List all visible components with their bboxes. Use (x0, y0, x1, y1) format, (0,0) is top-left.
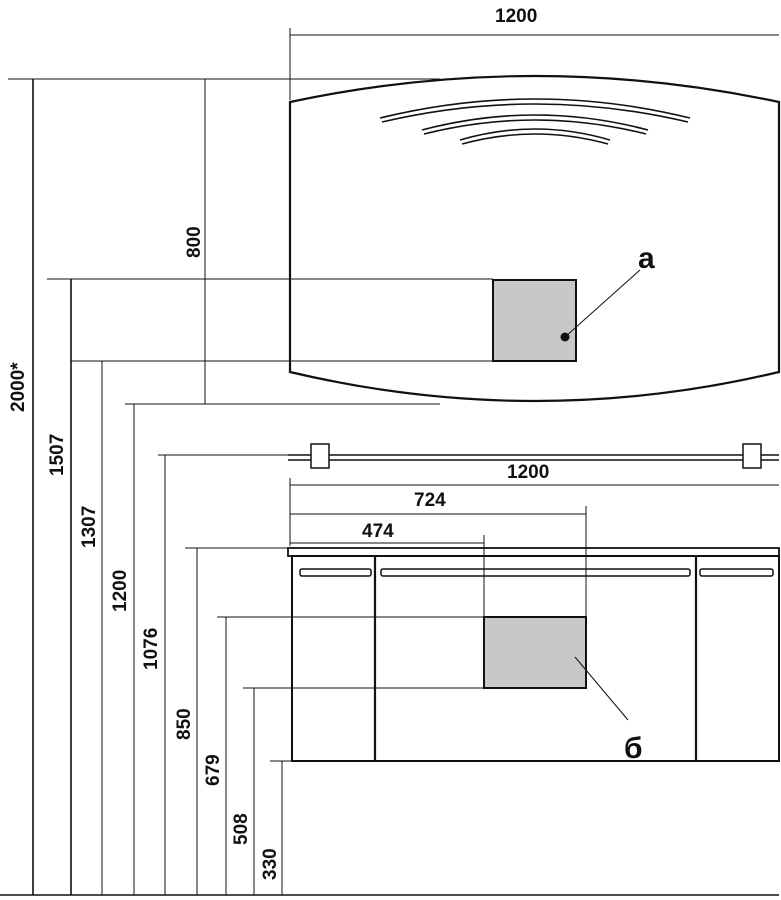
dim-top-width-label: 1200 (495, 6, 537, 27)
dimension-474: 474 (290, 521, 485, 617)
dim-cabinet-width-label: 1200 (507, 462, 549, 483)
zone-a (492, 279, 577, 362)
dim-724-label: 724 (414, 490, 446, 511)
dim-1507-label: 1507 (47, 434, 68, 476)
mirror-outline (288, 74, 781, 403)
callout-b-label: б (624, 732, 643, 765)
dimension-724: 724 (290, 490, 587, 617)
dimension-330: 330 (260, 760, 292, 895)
handle-left (299, 568, 372, 577)
dimension-1200-height: 1200 (110, 404, 135, 895)
dim-1307-label: 1307 (79, 506, 100, 548)
dimension-2000: 2000* (8, 78, 440, 895)
dimension-508: 508 (231, 687, 484, 895)
callout-a-label: а (638, 242, 655, 275)
dimension-1076: 1076 (141, 454, 288, 895)
dim-2000-label: 2000* (8, 362, 29, 412)
dimension-top-width: 1200 (289, 6, 779, 100)
zone-b (483, 616, 587, 689)
handle-right (699, 568, 774, 577)
dim-1200-height-label: 1200 (110, 570, 131, 612)
mirror: а (288, 74, 781, 403)
dimension-1507: 1507 (47, 278, 493, 895)
mirror-lamp-arc-2 (421, 114, 649, 131)
dimension-800: 800 (125, 79, 440, 405)
mirror-lamp-arc-2b (423, 119, 647, 135)
shelf-bracket-right (742, 443, 762, 469)
countertop (287, 547, 780, 557)
shelf-bracket-left (310, 443, 330, 469)
dimension-679: 679 (203, 616, 484, 895)
mirror-lamp-arc-1b (381, 103, 689, 123)
mirror-lamp-arc-1 (379, 98, 691, 119)
mirror-lamp-arc-3 (459, 128, 611, 141)
mirror-lamp-arc-3b (461, 133, 609, 145)
handle-center (380, 568, 691, 577)
dim-474-label: 474 (362, 521, 394, 542)
vanity-cabinet: б (287, 547, 780, 765)
dim-679-label: 679 (203, 754, 224, 786)
dim-850-label: 850 (174, 708, 195, 740)
dim-800-label: 800 (184, 226, 205, 258)
dim-508-label: 508 (231, 813, 252, 845)
glass-shelf (288, 443, 779, 469)
callout-a-leader (564, 269, 641, 338)
dimension-cabinet-width: 1200 (289, 462, 779, 546)
dim-1076-label: 1076 (141, 628, 162, 670)
callout-b-leader (574, 656, 629, 721)
dim-330-label: 330 (260, 848, 281, 880)
dimension-1307: 1307 (71, 360, 493, 895)
dimension-850: 850 (174, 547, 288, 895)
